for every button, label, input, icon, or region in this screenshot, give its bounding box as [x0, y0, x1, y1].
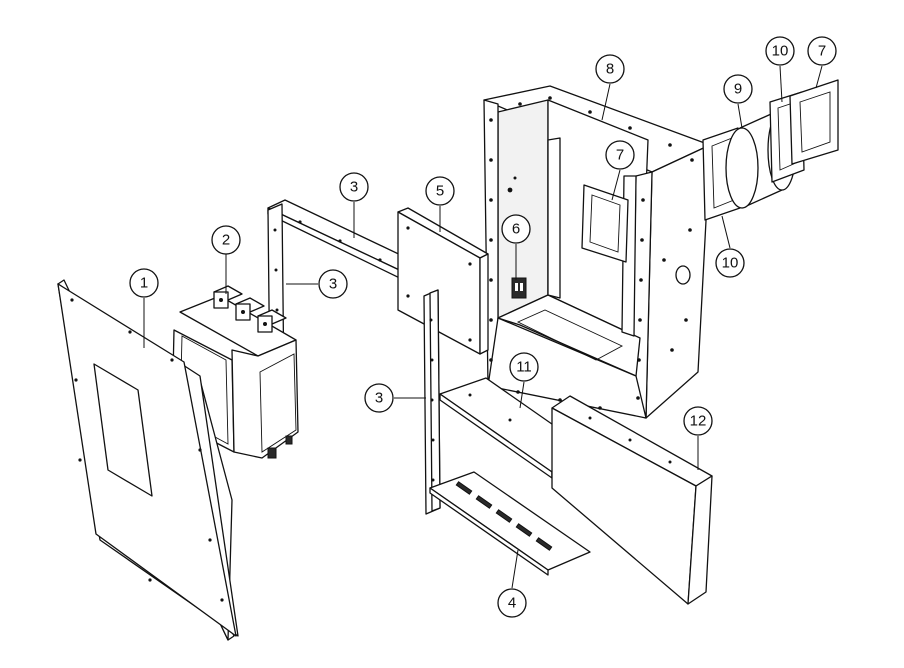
callout-6: 6 — [501, 214, 531, 244]
callout-5: 5 — [425, 176, 455, 206]
callout-8: 8 — [595, 54, 625, 84]
callout-12: 12 — [683, 406, 713, 436]
svg-text:5: 5 — [436, 183, 444, 200]
callout-2: 2 — [211, 225, 241, 255]
svg-text:7: 7 — [616, 147, 624, 164]
callout-3-top: 3 — [339, 172, 369, 202]
svg-text:9: 9 — [734, 81, 742, 98]
callout-3-left: 3 — [318, 269, 348, 299]
part-slotted-plate — [429, 471, 591, 576]
svg-text:3: 3 — [375, 390, 383, 407]
callout-4: 4 — [497, 588, 527, 618]
callout-1: 1 — [129, 268, 159, 298]
svg-text:7: 7 — [818, 43, 826, 60]
callout-7-panel: 7 — [605, 140, 635, 170]
callout-7-flange: 7 — [807, 36, 837, 66]
svg-text:2: 2 — [222, 232, 230, 249]
svg-text:11: 11 — [516, 359, 532, 376]
part-drive-unit — [171, 285, 299, 459]
callout-3-middle: 3 — [364, 383, 394, 413]
svg-text:6: 6 — [512, 221, 520, 238]
svg-text:8: 8 — [606, 61, 614, 78]
part-bent-cover — [551, 395, 713, 605]
callout-9: 9 — [723, 74, 753, 104]
part-rail-middle — [423, 289, 441, 515]
part-duct-flange-assembly — [702, 79, 839, 221]
callout-11: 11 — [509, 352, 539, 382]
svg-text:4: 4 — [508, 595, 516, 612]
svg-text:3: 3 — [350, 179, 358, 196]
part-front-door-panel — [57, 279, 239, 641]
svg-text:1: 1 — [140, 275, 148, 292]
svg-text:10: 10 — [722, 255, 739, 272]
svg-text:12: 12 — [690, 413, 707, 430]
callout-10-bottom: 10 — [715, 248, 745, 278]
leader-lines — [143, 65, 823, 589]
svg-text:3: 3 — [329, 276, 337, 293]
part-breaker — [511, 277, 527, 299]
callout-10-top: 10 — [765, 36, 795, 66]
svg-text:10: 10 — [772, 43, 789, 60]
part-mounting-plate — [397, 207, 489, 355]
